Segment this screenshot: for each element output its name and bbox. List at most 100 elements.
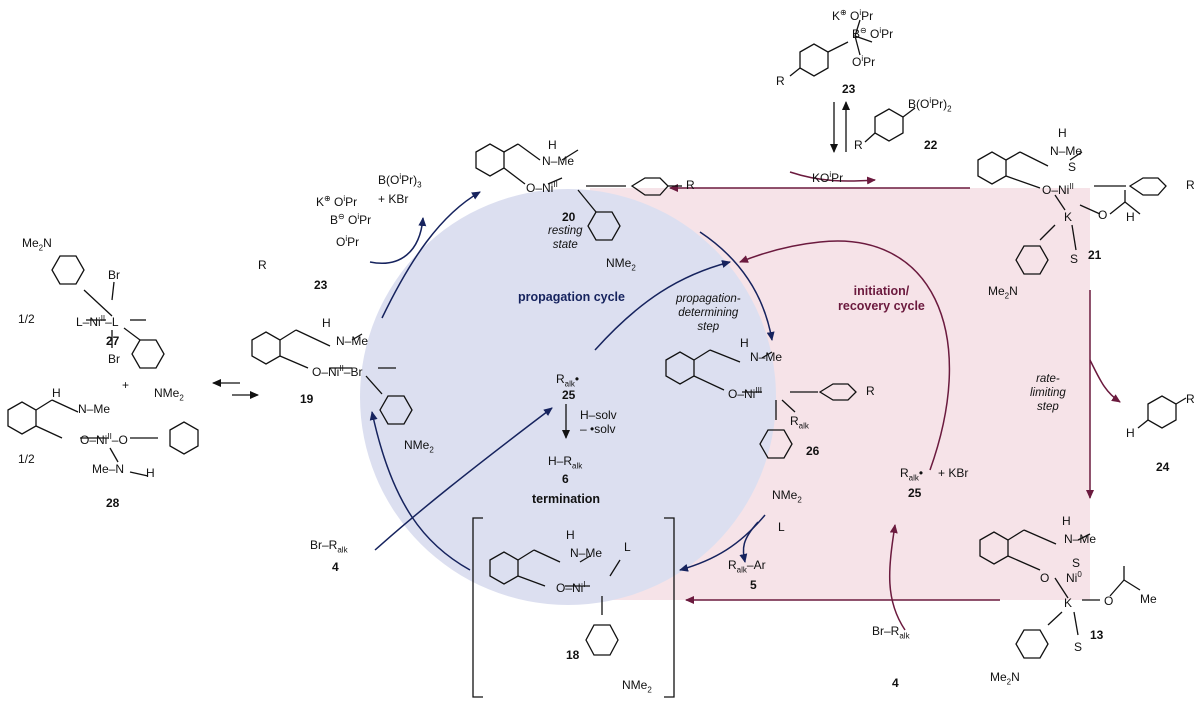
atom-h: H [322,316,331,330]
nme2-text: Me2N [990,670,1020,687]
structure-28 [7,399,199,477]
br-ralk-text: Br–Ralk [872,624,910,641]
atom-o: O [1104,594,1114,608]
arrow-22-in [789,171,876,185]
atom-k: K [1064,210,1073,224]
imine-text: Me–N [92,462,125,476]
arrow-l-to-5 [739,521,759,563]
boronate-oipr-text: OiPr [336,234,360,249]
atom-k: K [1064,596,1073,610]
compound-18: 18 [566,648,580,662]
imine-text: N–Me [750,350,783,364]
boronate-text: B⊖ OiPr [330,212,372,227]
compound-27: 27 [106,334,120,348]
compound-23-left: 23 [314,278,328,292]
nme2-text: Me2N [988,284,1018,301]
br-ralk-text: Br–Ralk [310,538,348,555]
termination-label: termination [532,492,601,506]
nme2-text: NMe2 [606,256,636,273]
compound-13: 13 [1090,628,1104,642]
arrow-20-to-26 [699,231,775,341]
radical-text: Ralk• [900,466,924,483]
structure-19 [251,329,413,425]
arrow-to-24 [1089,359,1121,403]
atom-l: L [624,540,631,554]
structure-13 [979,529,1141,659]
ni-iii-text: O–NiIII [728,386,763,401]
h-ralk-text: H–Ralk [548,454,583,471]
k-cation-text: K⊕ OiPr [316,194,358,209]
boronate-text: B⊖ OiPr [852,26,894,41]
structure-18 [489,549,621,656]
recovery-cycle-label: initiation/recovery cycle [838,284,925,313]
ni-ii-text: L–NiII–L [76,314,119,329]
compound-25-center: 25 [562,388,576,402]
compound-28: 28 [106,496,120,510]
kbr-text: + KBr [938,466,969,480]
atom-s: S [1072,556,1081,570]
imine-text: N–Me [336,334,369,348]
compound-21: 21 [1088,248,1102,262]
stoichiometry-half-bottom: 1/2 [18,452,35,466]
structure-26 [665,349,857,459]
arrow-23-in [369,217,427,264]
compound-22: 22 [924,138,938,152]
atom-h: H [548,138,557,152]
nme2-text: NMe2 [622,678,652,695]
imine-text: N–Me [78,402,111,416]
r-group-text: R [854,138,863,152]
methyl-text: Me [1140,592,1157,606]
compound-25-right: 25 [908,486,922,500]
compound-6: 6 [562,472,569,486]
nme2-text: Me2N [22,236,52,253]
ni-ii-text: O–NiII–Br [312,364,363,379]
atom-o: O [1098,208,1108,222]
propagation-cycle-region [360,189,776,605]
atom-h: H [1058,126,1067,140]
arrow-4-to-25 [374,407,553,551]
imine-text: N–Me [1050,144,1083,158]
arrow-25-to-20 [739,240,951,471]
boronate-oipr-text: OiPr [852,54,876,69]
compound-4-left: 4 [332,560,339,574]
atom-h: H [146,466,155,480]
compound-4-right: 4 [892,676,899,690]
r-group-text: R [776,74,785,88]
k-cation-text: K⊕ OiPr [832,8,874,23]
atom-h: H [1126,426,1135,440]
byproduct-text: B(OiPr)3+ KBr [378,172,422,207]
plus-sign: + [122,378,130,392]
atom-s: S [1068,160,1077,174]
atom-s: S [1070,252,1079,266]
compound-24: 24 [1156,460,1170,474]
imine-text: N–Me [1064,532,1097,546]
r-group-text: R [258,258,267,272]
structure-20 [475,143,682,241]
ralk-ar-text: Ralk–Ar [728,558,766,575]
boronic-ester-text: B(OiPr)2 [908,96,952,114]
compound-23-top: 23 [842,82,856,96]
atom-l: L [778,520,785,534]
koipr-reagent: KOiPr [812,170,844,185]
atom-h: H [1062,514,1071,528]
structure-27 [51,255,165,369]
nme2-text: NMe2 [154,386,184,403]
nme2-text: NMe2 [404,438,434,455]
atom-s: S [1074,640,1083,654]
propagation-cycle-label: propagation cycle [518,290,625,304]
radical-text: Ralk• [556,372,580,389]
stoichiometry-half-top: 1/2 [18,312,35,326]
atom-h: H [740,336,749,350]
r-group-text: R [1186,392,1195,406]
atom-br: Br [108,352,120,366]
imine-text: N–Me [542,154,575,168]
imine-text: N–Me [570,546,603,560]
atom-h: H [52,386,61,400]
atom-br: Br [108,268,120,282]
hsolv-text: H–solv– •solv [580,408,617,436]
r-group-text: R [866,384,875,398]
